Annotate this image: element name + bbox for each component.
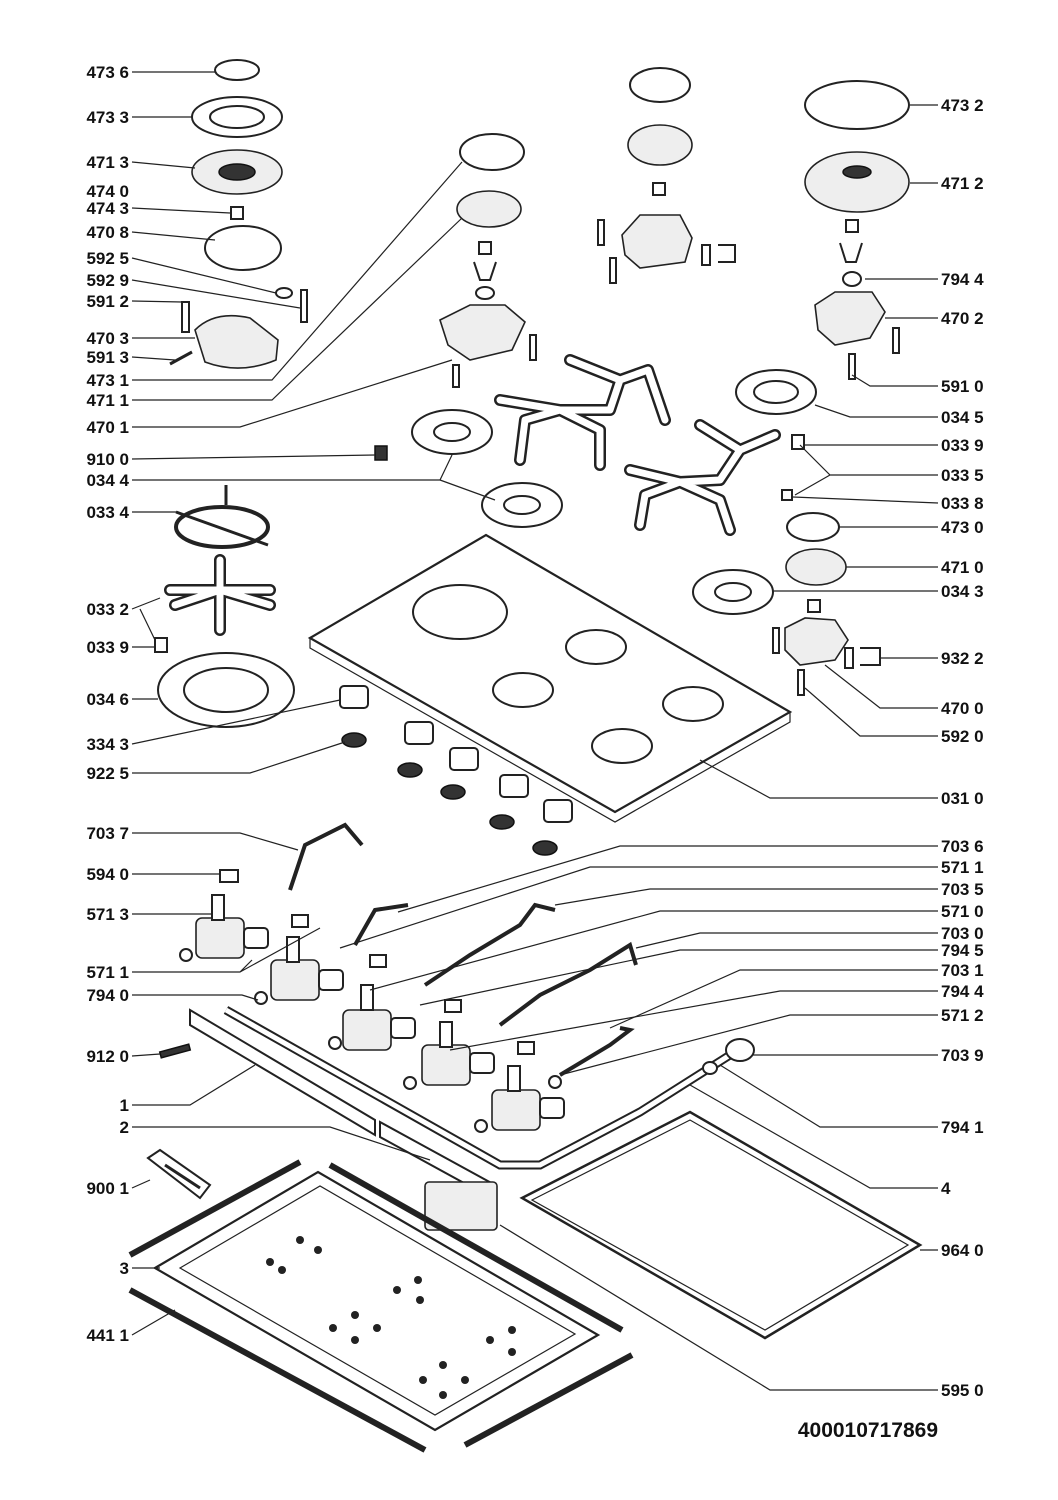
right-label-6: 033 9 <box>941 436 984 455</box>
right-label-26: 794 1 <box>941 1118 984 1137</box>
right-label-5: 034 5 <box>941 408 984 427</box>
left-label-28: 1 <box>120 1096 129 1115</box>
right-callout-labels: 473 2 471 2 794 4 470 2 591 0 034 5 033 9 033 5… <box>941 96 984 1400</box>
left-label-29: 2 <box>120 1118 129 1137</box>
left-label-11: 473 1 <box>86 371 129 390</box>
right-label-0: 473 2 <box>941 96 984 115</box>
right-label-24: 571 2 <box>941 1006 984 1025</box>
left-label-17: 033 2 <box>86 600 129 619</box>
right-label-16: 703 6 <box>941 837 984 856</box>
right-label-3: 470 2 <box>941 309 984 328</box>
left-label-26: 794 0 <box>86 986 129 1005</box>
left-label-1: 473 3 <box>86 108 129 127</box>
document-number: 400010717869 <box>798 1419 938 1442</box>
right-label-8: 033 8 <box>941 494 984 513</box>
left-label-13: 470 1 <box>86 418 129 437</box>
leader-lines <box>131 71 939 1391</box>
right-label-12: 932 2 <box>941 649 984 668</box>
left-label-16: 033 4 <box>86 503 129 522</box>
left-label-7: 592 9 <box>86 271 129 290</box>
left-label-9: 470 3 <box>86 329 129 348</box>
right-label-29: 595 0 <box>941 1381 984 1400</box>
parts-illustration <box>128 59 923 1453</box>
left-label-27: 912 0 <box>86 1047 129 1066</box>
left-label-32: 441 1 <box>86 1326 129 1345</box>
right-label-11: 034 3 <box>941 582 984 601</box>
left-label-3: 474 0 <box>86 182 129 201</box>
left-label-4: 474 3 <box>86 199 129 218</box>
left-label-25: 571 1 <box>86 963 129 982</box>
right-label-28: 964 0 <box>941 1241 984 1260</box>
left-label-10: 591 3 <box>86 348 129 367</box>
left-label-8: 591 2 <box>86 292 129 311</box>
right-label-20: 703 0 <box>941 924 984 943</box>
left-label-30: 900 1 <box>86 1179 129 1198</box>
left-label-21: 922 5 <box>86 764 129 783</box>
left-label-14: 910 0 <box>86 450 129 469</box>
left-label-31: 3 <box>120 1259 129 1278</box>
right-label-4: 591 0 <box>941 377 984 396</box>
right-label-1: 471 2 <box>941 174 984 193</box>
left-label-24: 571 3 <box>86 905 129 924</box>
left-label-5: 470 8 <box>86 223 129 242</box>
right-label-18: 703 5 <box>941 880 984 899</box>
right-label-15: 031 0 <box>941 789 984 808</box>
left-label-15: 034 4 <box>86 471 129 490</box>
right-label-25: 703 9 <box>941 1046 984 1065</box>
left-label-18: 033 9 <box>86 638 129 657</box>
right-label-23: 794 4 <box>941 982 984 1001</box>
right-label-2: 794 4 <box>941 270 984 289</box>
left-label-20: 334 3 <box>86 735 129 754</box>
left-label-19: 034 6 <box>86 690 129 709</box>
right-label-10: 471 0 <box>941 558 984 577</box>
right-label-22: 703 1 <box>941 961 984 980</box>
tray-holes <box>266 1236 516 1399</box>
right-label-27: 4 <box>941 1179 951 1198</box>
left-label-23: 594 0 <box>86 865 129 884</box>
left-label-6: 592 5 <box>86 249 129 268</box>
left-label-0: 473 6 <box>86 63 129 82</box>
right-label-9: 473 0 <box>941 518 984 537</box>
right-label-13: 470 0 <box>941 699 984 718</box>
left-label-2: 471 3 <box>86 153 129 172</box>
right-label-21: 794 5 <box>941 941 984 960</box>
right-label-17: 571 1 <box>941 858 984 877</box>
left-label-22: 703 7 <box>86 824 129 843</box>
left-label-12: 471 1 <box>86 391 129 410</box>
right-label-19: 571 0 <box>941 902 984 921</box>
right-label-7: 033 5 <box>941 466 984 485</box>
right-label-14: 592 0 <box>941 727 984 746</box>
